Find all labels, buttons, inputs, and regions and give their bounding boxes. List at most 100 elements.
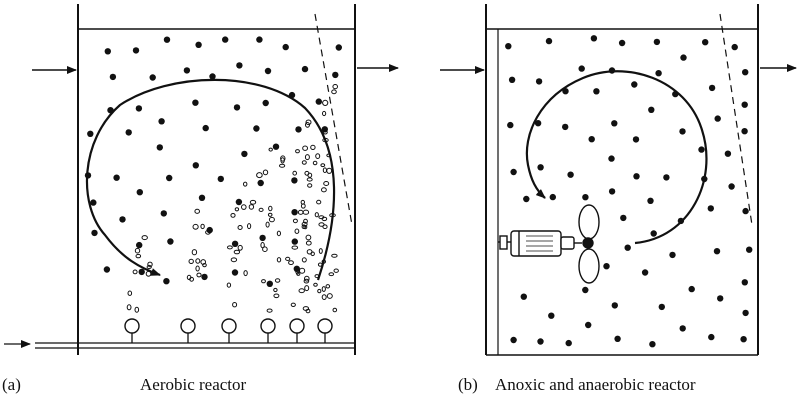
air-bubble — [322, 130, 328, 135]
biomass-dot — [724, 150, 732, 157]
air-bubble — [230, 257, 238, 263]
biomass-dot — [508, 76, 516, 84]
biomass-dot — [183, 67, 191, 74]
air-bubble — [291, 245, 299, 250]
biomass-dot — [332, 71, 339, 79]
air-bubble — [305, 234, 312, 241]
biomass-dot — [135, 105, 143, 112]
biomass-dot — [741, 101, 748, 108]
biomass-dot — [717, 295, 724, 302]
biomass-dot — [534, 120, 542, 127]
anoxic-tank — [485, 4, 759, 356]
air-bubble — [326, 167, 333, 174]
air-diffuser-icon — [289, 318, 305, 334]
biomass-dot — [90, 199, 97, 206]
biomass-dot — [545, 37, 553, 45]
air-bubble — [134, 247, 141, 254]
biomass-dot — [746, 246, 753, 253]
biomass-dot — [235, 198, 243, 206]
air-bubble — [243, 181, 248, 187]
biomass-dot — [138, 268, 145, 276]
biomass-dot — [262, 99, 269, 107]
biomass-dot — [301, 65, 309, 73]
air-bubble — [267, 212, 273, 217]
aerobic-reactor-panel — [4, 4, 399, 355]
air-bubble — [313, 282, 318, 287]
air-bubble — [331, 253, 338, 258]
biomass-dot — [510, 168, 517, 176]
air-bubble — [276, 257, 282, 263]
biomass-dot — [679, 128, 686, 135]
air-bubble — [321, 259, 326, 264]
biomass-dot — [202, 124, 209, 132]
air-bubble — [280, 155, 286, 162]
biomass-dot — [567, 171, 574, 178]
biomass-dot — [236, 62, 243, 69]
biomass-dot — [714, 115, 721, 122]
biomass-dot — [620, 214, 627, 222]
biomass-dot — [562, 88, 569, 95]
biomass-dot — [677, 217, 685, 225]
biomass-dot — [611, 120, 618, 127]
biomass-dot — [741, 128, 748, 135]
biomass-dot — [520, 293, 527, 300]
air-bubble — [295, 149, 300, 154]
air-bubble — [202, 263, 207, 268]
biomass-dot — [708, 84, 716, 92]
biomass-dot — [335, 44, 342, 51]
air-bubble — [290, 302, 296, 307]
biomass-dot — [707, 205, 714, 212]
biomass-dot — [264, 67, 272, 75]
air-bubble — [260, 242, 265, 249]
air-diffuser-icon — [260, 318, 276, 334]
biomass-dot — [158, 118, 165, 125]
biomass-dot — [731, 43, 738, 51]
biomass-dot — [728, 183, 735, 190]
air-bubble — [315, 153, 321, 160]
air-bubble — [194, 208, 200, 214]
biomass-dot — [282, 43, 289, 51]
biomass-dot — [156, 144, 163, 151]
air-bubble — [310, 251, 315, 257]
biomass-dot — [701, 175, 708, 183]
air-bubble — [321, 187, 327, 193]
biomass-dot — [217, 175, 224, 183]
air-bubble — [232, 302, 238, 308]
air-bubble — [303, 278, 310, 284]
biomass-dot — [266, 280, 273, 287]
air-bubble — [265, 221, 270, 228]
air-bubble — [135, 253, 142, 259]
biomass-dot — [650, 230, 657, 237]
air-bubble — [292, 170, 298, 176]
air-bubble — [299, 267, 306, 274]
air-bubble — [321, 294, 327, 301]
biomass-dot — [233, 104, 241, 111]
biomass-dot — [647, 197, 654, 204]
biomass-dot — [149, 74, 156, 81]
air-bubble — [296, 271, 301, 276]
aerobic-tank — [77, 4, 356, 355]
air-bubble — [297, 209, 304, 215]
air-bubble — [195, 265, 200, 272]
air-bubble — [307, 183, 313, 188]
biomass-dot — [593, 88, 600, 95]
air-bubble — [295, 268, 300, 275]
biomass-dot — [548, 312, 555, 319]
air-bubble — [276, 230, 281, 237]
air-diffuser-icon — [221, 318, 237, 334]
air-bubble — [317, 288, 322, 294]
biomass-dot — [641, 269, 649, 276]
air-bubble — [318, 248, 323, 254]
air-bubble — [304, 275, 310, 282]
biomass-dot — [256, 36, 263, 43]
biomass-dot — [578, 65, 585, 72]
air-bubble — [323, 181, 330, 186]
air-bubble — [132, 269, 138, 275]
air-bubble — [126, 304, 132, 311]
air-bubble — [326, 153, 332, 158]
air-bubble — [195, 258, 201, 264]
biomass-dot — [742, 69, 749, 76]
air-diffuser-icon — [180, 318, 196, 334]
biomass-dot — [87, 130, 94, 137]
